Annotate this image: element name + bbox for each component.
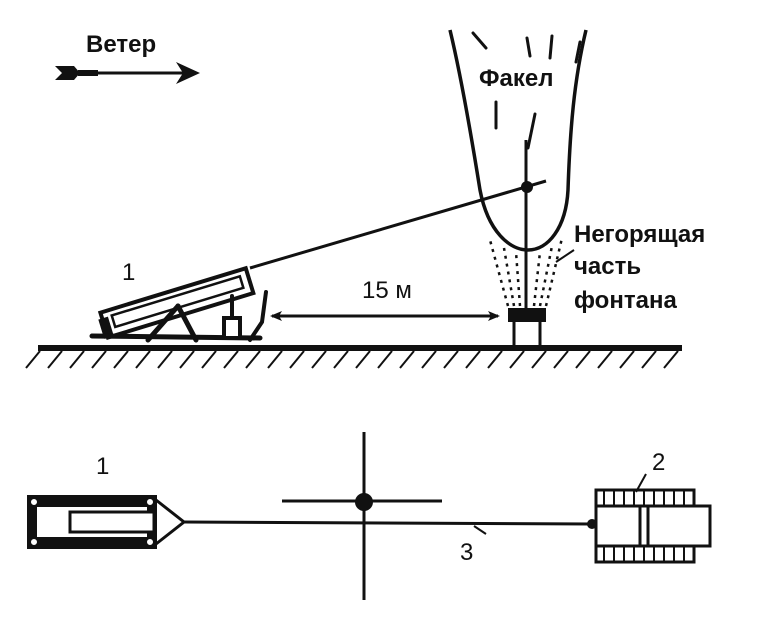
unburnt-label-line-2: часть — [574, 253, 641, 280]
wind-label: Ветер — [86, 31, 156, 58]
vehicle-number: 2 — [652, 449, 665, 476]
aim-line — [249, 179, 547, 270]
distance-dimension: 15 м — [270, 277, 500, 321]
ground — [25, 345, 682, 369]
ground-hatching — [25, 350, 679, 369]
well-crosshair — [282, 432, 442, 600]
launcher-number-top: 1 — [122, 259, 135, 286]
vehicle-top-view: 2 — [587, 449, 712, 564]
launcher-side-view: 1 — [89, 259, 268, 343]
unburnt-label-line-3: фонтана — [574, 287, 677, 314]
launcher-top-view: 1 — [27, 453, 187, 549]
distance-label: 15 м — [362, 277, 412, 304]
link-line — [183, 520, 593, 526]
flame-outline — [448, 29, 588, 252]
torch-label: Факел — [479, 65, 553, 92]
target-point — [521, 181, 533, 193]
fountain-torch: Факел Негорящая часть фонтана — [448, 29, 705, 346]
unburnt-label-line-1: Негорящая — [574, 221, 705, 248]
wind-indicator: Ветер — [55, 31, 200, 84]
wellhead — [508, 308, 546, 322]
wind-arrow-icon — [55, 62, 200, 84]
launcher-number-bottom: 1 — [96, 453, 109, 480]
unburnt-spray — [488, 237, 564, 307]
flame-flicker-strokes — [471, 31, 582, 150]
link-line-number: 3 — [460, 539, 473, 566]
launcher-stand — [89, 290, 268, 343]
